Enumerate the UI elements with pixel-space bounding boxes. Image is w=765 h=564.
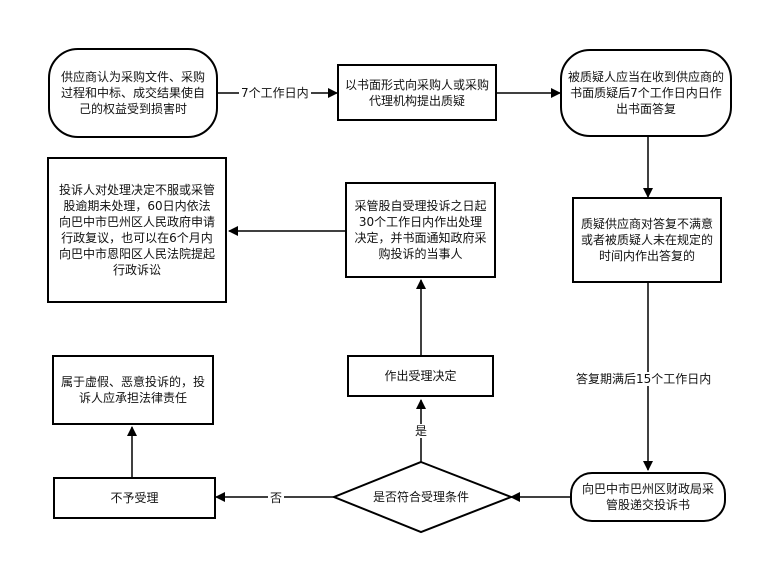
node-written-reply: 被质疑人应当在收到供应商的书面质疑后7个工作日内日作出书面答复 — [560, 49, 732, 137]
decision-label: 是否符合受理条件 — [372, 490, 469, 504]
node-unsatisfied: 质疑供应商对答复不满意或者被质疑人未在规定的时间内作出答复的 — [572, 197, 722, 283]
node-legal-liability: 属于虚假、恶意投诉的，投诉人应承担法律责任 — [52, 355, 214, 425]
node-process-decision: 采管股自受理投诉之日起30个工作日内作出处理决定，并书面通知政府采购投诉的当事人 — [345, 182, 496, 278]
edge-label-7-days: 7个工作日内 — [239, 86, 311, 100]
node-complaint-trigger: 供应商认为采购文件、采购过程和中标、成交结果使自己的权益受到损害时 — [48, 48, 218, 138]
node-appeal: 投诉人对处理决定不服或采管股逾期未处理，60日内依法向巴中市巴州区人民政府申请行… — [47, 157, 227, 303]
node-accept-decision: 作出受理决定 — [347, 355, 494, 397]
node-submit-complaint: 向巴中市巴州区财政局采管股递交投诉书 — [570, 472, 726, 522]
edge-label-yes: 是 — [413, 424, 430, 438]
edge-label-15-days: 答复期满后15个工作日内 — [574, 372, 714, 386]
decision-diamond — [331, 460, 514, 534]
node-written-query: 以书面形式向采购人或采购代理机构提出质疑 — [337, 64, 497, 121]
edge-label-no: 否 — [268, 491, 285, 505]
node-reject: 不予受理 — [53, 477, 216, 519]
